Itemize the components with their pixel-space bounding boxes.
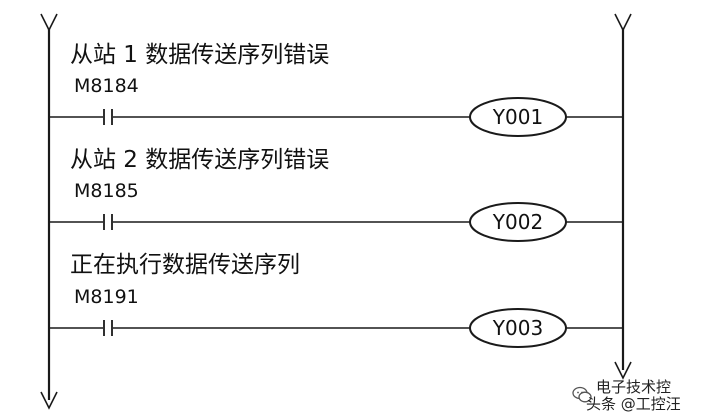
rung-3-contact-label: M8191 xyxy=(74,286,139,308)
left-rail-top-arrow xyxy=(40,13,58,32)
rung-3-comment: 正在执行数据传送序列 xyxy=(70,252,300,278)
rung-2-contact-label: M8185 xyxy=(74,180,139,202)
rung-3-coil-label: Y003 xyxy=(492,316,543,340)
chat-bubbles-icon xyxy=(572,386,592,404)
rung-2-comment: 从站 2 数据传送序列错误 xyxy=(70,147,329,173)
rung-2-coil-label: Y002 xyxy=(492,210,543,234)
left-rail-bottom-arrow xyxy=(40,391,58,410)
right-rail-bottom-arrow xyxy=(614,361,632,380)
rung-3: 正在执行数据传送序列 M8191 Y003 xyxy=(49,252,623,348)
rung-1-comment: 从站 1 数据传送序列错误 xyxy=(70,42,329,68)
rung-1-contact-label: M8184 xyxy=(74,75,139,97)
rung-1-coil-label: Y001 xyxy=(492,105,543,129)
rung-2: 从站 2 数据传送序列错误 M8185 Y002 xyxy=(49,147,623,242)
watermark-line-1: 电子技术控 xyxy=(596,378,672,396)
rung-1: 从站 1 数据传送序列错误 M8184 Y001 xyxy=(49,42,623,137)
watermark: 电子技术控 头条 @工控汪 xyxy=(572,378,700,414)
right-rail-top-arrow xyxy=(614,13,632,32)
watermark-line-2: 头条 @工控汪 xyxy=(586,395,681,413)
